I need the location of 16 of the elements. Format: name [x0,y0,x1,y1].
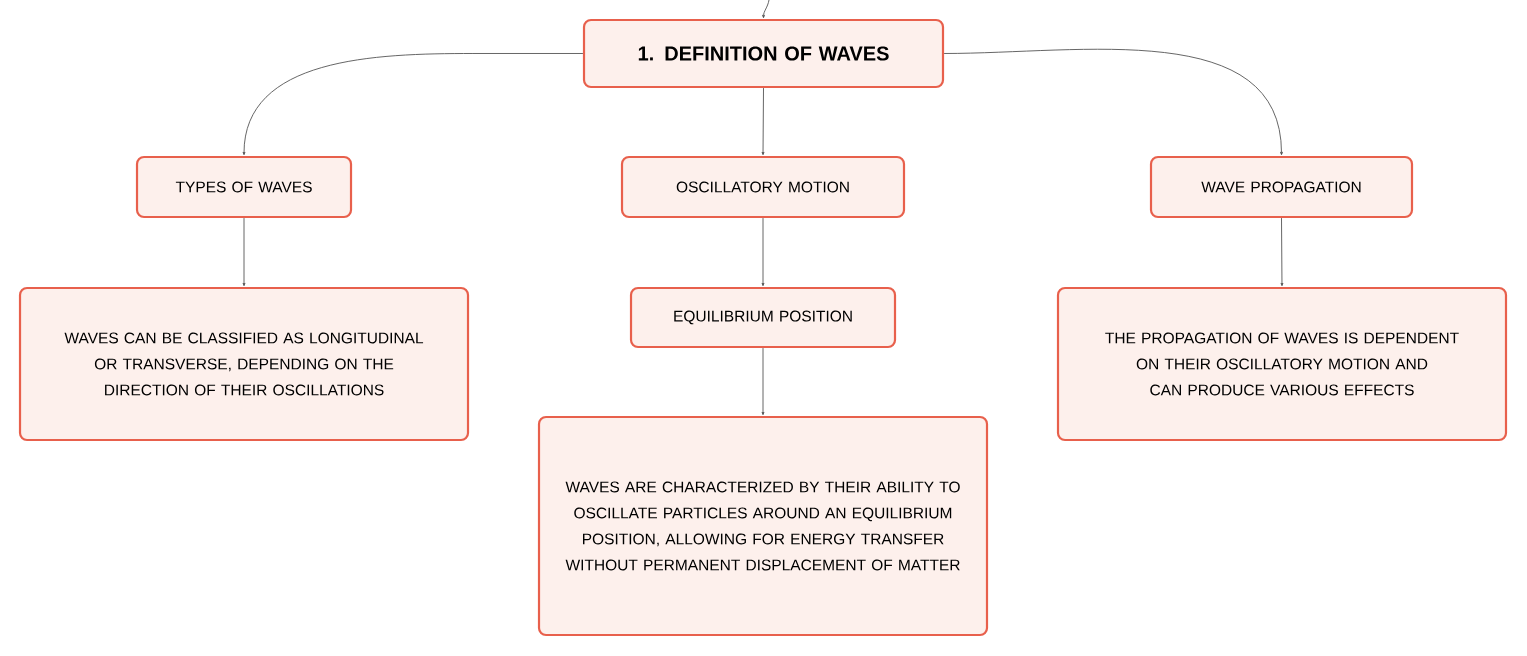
arrow [242,217,246,287]
arrow [761,347,765,416]
topic-box: TYPES OF WAVES [135,155,353,219]
arrow [761,87,765,156]
description-box: WAVES CAN BE CLASSIFIED AS LONGITUDINAL OR TRANSVERSE, DEPENDING ON THE DIRECTION OF THEIR OSCILLATIONS [18,286,470,442]
arrow [943,48,1283,156]
topic-box: WAVE PROPAGATION [1149,155,1414,219]
arrow [761,217,765,287]
arrow [1280,217,1284,287]
topic-box: EQUILIBRIUM POSITION [629,286,897,349]
description-box: THE PROPAGATION OF WAVES IS DEPENDENT ON THEIR OSCILLATORY MOTION AND CAN PRODUCE VARIOUS EFFECTS [1056,286,1508,442]
title-box: 1. DEFINITION OF WAVES [582,18,945,89]
arrow [762,0,770,19]
arrow [242,53,584,156]
topic-box: OSCILLATORY MOTION [620,155,906,219]
description-box: WAVES ARE CHARACTERIZED BY THEIR ABILITY TO OSCILLATE PARTICLES AROUND AN EQUILIBRIUM POSITION, ALLOWING FOR ENERGY TRANSFER WITHOUT PERMANENT DISPLACEMENT OF MATTER [537,415,989,637]
